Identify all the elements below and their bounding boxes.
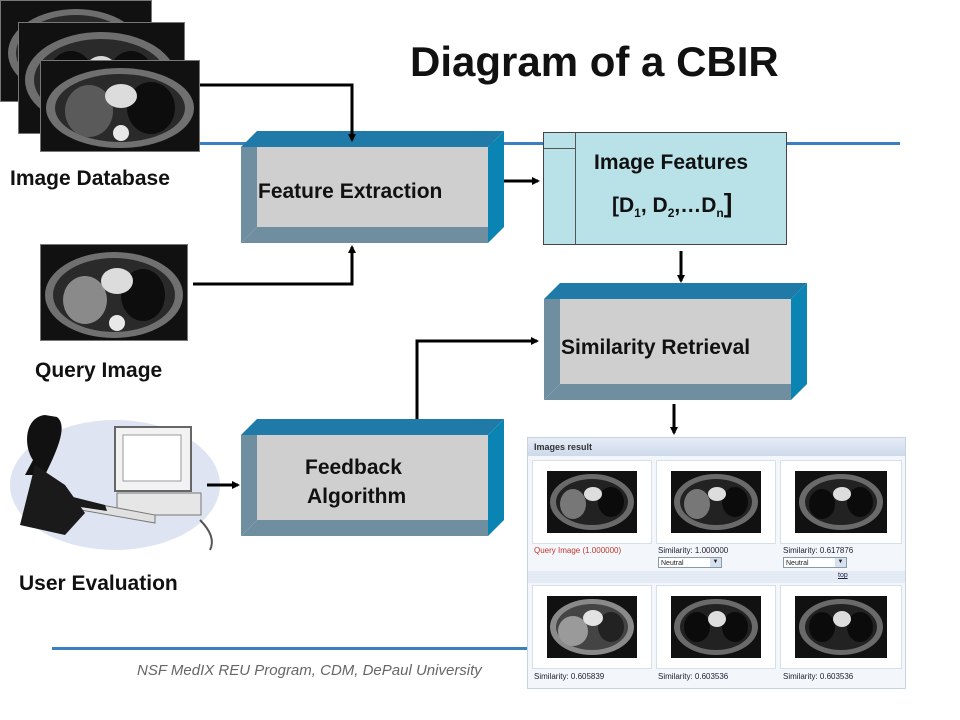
- user-at-computer-icon: [5, 405, 225, 555]
- result-cell: [780, 460, 902, 544]
- similarity-retrieval-box: Similarity Retrieval: [544, 283, 807, 400]
- feedback-label-line2: Algorithm: [307, 485, 407, 508]
- query-image-label: Query Image: [35, 359, 163, 382]
- image-features-box: Image Features [D1, D2,…Dn]: [543, 132, 787, 245]
- features-formula: [D1, D2,…Dn]: [612, 188, 732, 220]
- similarity-text: Similarity: 0.603536: [783, 672, 854, 681]
- ct-scan-image: [40, 60, 200, 152]
- result-cell: [656, 585, 776, 669]
- arrow-icon: [193, 245, 356, 286]
- top-link[interactable]: top: [838, 572, 848, 579]
- formula-dots: ,…D: [674, 194, 717, 217]
- results-divider-bar: [528, 571, 905, 583]
- formula-sub-1: 1: [634, 206, 641, 221]
- feedback-label-line1: Feedback: [305, 456, 402, 479]
- image-database-label: Image Database: [10, 167, 170, 190]
- result-cell: [780, 585, 902, 669]
- similarity-text: Similarity: 0.605839: [534, 672, 605, 681]
- relevance-dropdown[interactable]: Neutral ▼: [658, 557, 722, 568]
- features-divider: [575, 133, 576, 244]
- similarity-text: Similarity: 1.000000: [658, 546, 729, 555]
- formula-close-bracket: ]: [723, 188, 733, 218]
- formula-open-bracket: [: [612, 194, 619, 217]
- dropdown-value: Neutral: [786, 560, 809, 567]
- formula-sub-2: 2: [667, 206, 675, 221]
- relevance-dropdown[interactable]: Neutral ▼: [783, 557, 847, 568]
- arrow-icon: [415, 337, 539, 419]
- formula-sub-n: n: [716, 206, 724, 221]
- chevron-down-icon: ▼: [835, 558, 846, 567]
- feedback-algorithm-box: Feedback Algorithm: [241, 419, 504, 536]
- dropdown-value: Neutral: [661, 560, 684, 567]
- result-cell: [532, 585, 652, 669]
- similarity-text: Similarity: 0.617876: [783, 546, 854, 555]
- feature-extraction-box: Feature Extraction: [241, 131, 504, 243]
- footer-credit: NSF MedIX REU Program, CDM, DePaul Unive…: [137, 662, 482, 679]
- features-top-divider: [544, 148, 575, 149]
- similarity-text: Similarity: 0.603536: [658, 672, 729, 681]
- results-header: Images result: [528, 438, 905, 456]
- formula-d1: D: [619, 194, 635, 217]
- image-features-label: Image Features: [594, 151, 749, 174]
- formula-mid: , D: [640, 194, 668, 217]
- query-ct-image: [40, 244, 188, 341]
- result-cell: [532, 460, 652, 544]
- bottom-rule: [52, 647, 900, 650]
- images-result-panel: Images result Query Image (1.000000) Sim…: [527, 437, 906, 689]
- feature-extraction-label: Feature Extraction: [258, 180, 443, 203]
- similarity-retrieval-label: Similarity Retrieval: [561, 336, 751, 359]
- page-title: Diagram of a CBIR: [410, 38, 779, 85]
- query-similarity-text: Query Image (1.000000): [534, 546, 622, 555]
- arrow-icon: [200, 83, 356, 142]
- chevron-down-icon: ▼: [710, 558, 721, 567]
- result-cell: [656, 460, 776, 544]
- user-evaluation-label: User Evaluation: [19, 572, 178, 595]
